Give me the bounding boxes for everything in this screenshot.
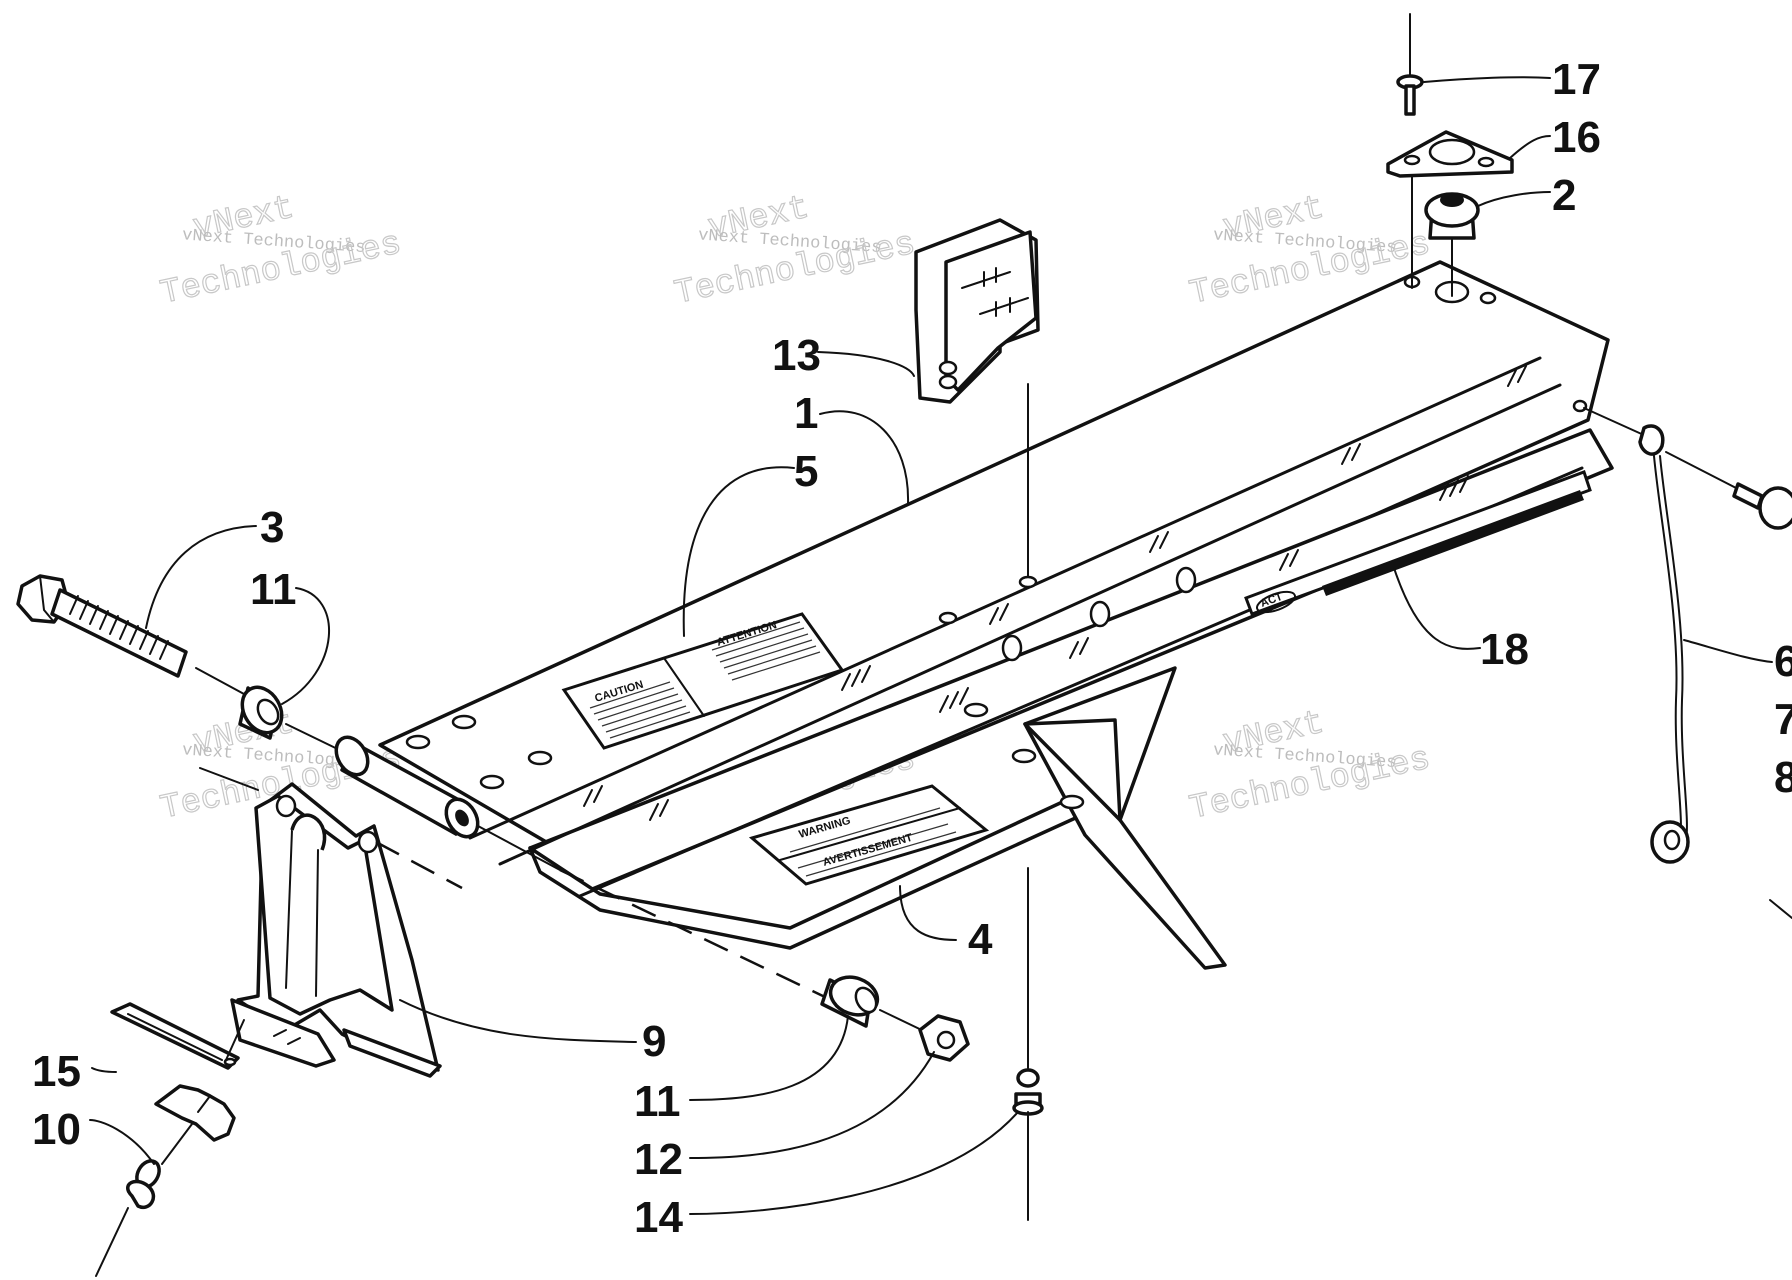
roller-tube xyxy=(334,735,853,1012)
watermark-6: vNext vNext Technologies Technologies xyxy=(1186,704,1435,829)
callout-11-right: 11 xyxy=(634,1077,681,1126)
rivet-part-14 xyxy=(1012,867,1044,1221)
callout-4: 4 xyxy=(968,915,993,964)
callout-15: 15 xyxy=(32,1047,81,1096)
callout-6: 6 xyxy=(1774,637,1792,686)
callout-8: 8 xyxy=(1774,753,1792,802)
top-fasteners-parts-16-17-2 xyxy=(1386,13,1514,297)
callout-7: 7 xyxy=(1774,695,1792,744)
callout-12: 12 xyxy=(634,1135,683,1184)
callout-17: 17 xyxy=(1552,55,1601,104)
callout-10: 10 xyxy=(32,1105,81,1154)
callout-5: 5 xyxy=(794,447,818,496)
callout-3: 3 xyxy=(260,503,284,552)
callout-16: 16 xyxy=(1552,113,1601,162)
callout-13: 13 xyxy=(772,331,821,380)
roller-frame-part-1 xyxy=(378,260,1614,970)
callout-14: 14 xyxy=(634,1193,683,1242)
spacer-part-11-right xyxy=(820,975,931,1035)
bolt-part-3 xyxy=(16,574,245,695)
tether-parts-6-7-8 xyxy=(1583,407,1792,919)
leader-lines xyxy=(89,76,1773,1215)
clip-part-13 xyxy=(914,218,1040,577)
nut-part-12 xyxy=(918,1014,970,1062)
callout-18: 18 xyxy=(1480,625,1529,674)
bracket-part-9 xyxy=(199,767,463,1078)
watermark-2: vNext vNext Technologies Technologies xyxy=(671,189,920,314)
knob-part-10 xyxy=(95,1084,236,1277)
callout-9: 9 xyxy=(642,1017,666,1066)
spacer-part-11-left xyxy=(238,685,353,757)
callout-11-left: 11 xyxy=(250,565,297,614)
watermark-1: vNext vNext Technologies Technologies xyxy=(157,189,406,314)
callout-1: 1 xyxy=(794,389,818,438)
callouts: 17 16 2 13 1 5 3 11 18 4 9 15 10 11 12 1… xyxy=(32,55,1792,1242)
callout-2: 2 xyxy=(1552,171,1576,220)
strap-part-15 xyxy=(110,1002,245,1070)
